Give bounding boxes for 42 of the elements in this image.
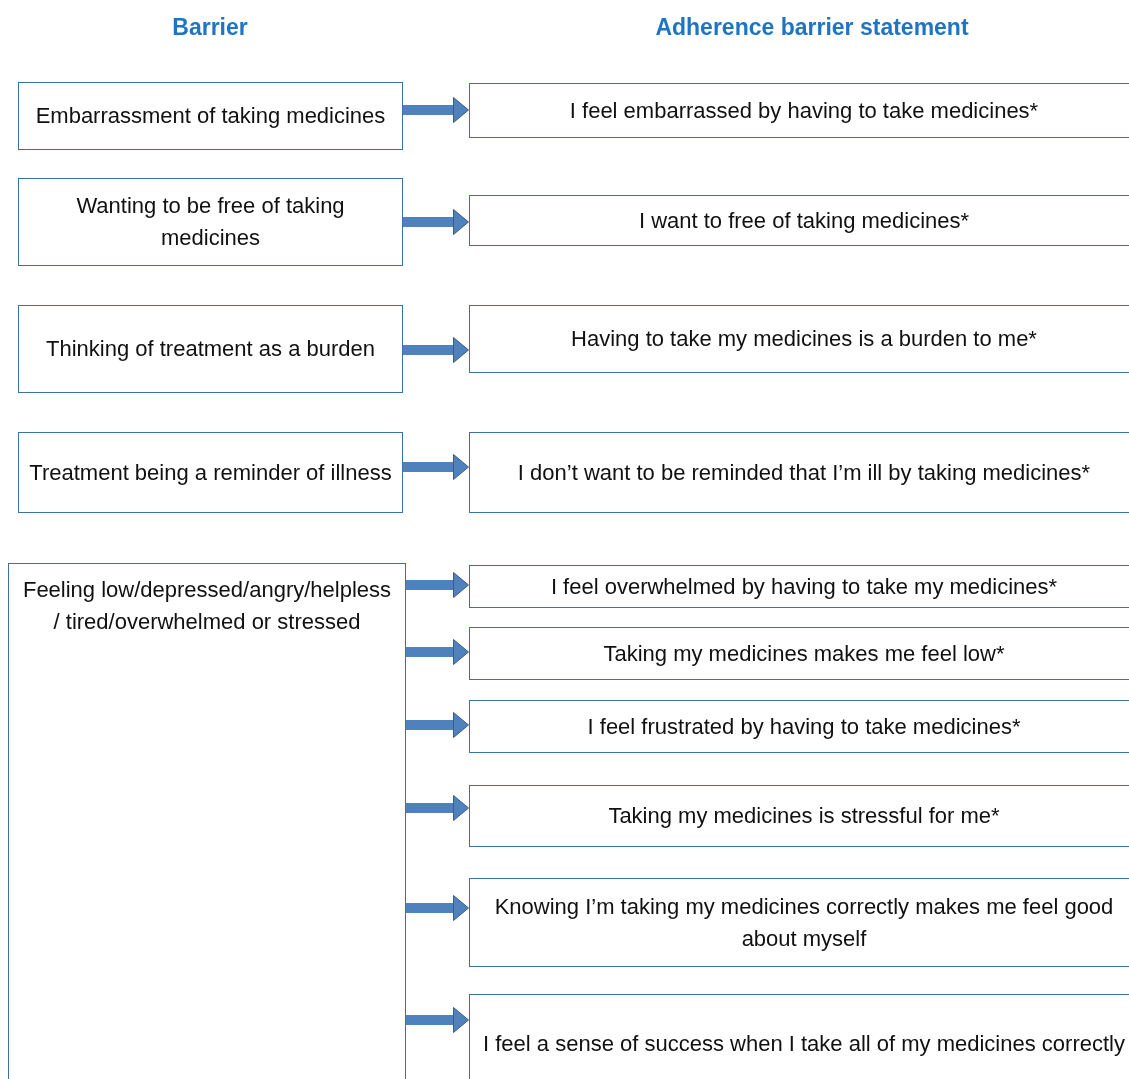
arrow (406, 1007, 469, 1033)
arrow (403, 454, 469, 480)
statement-text: Embarrassment of taking medicines (35, 102, 386, 130)
statement-text: I want to free of taking medicines* (638, 206, 970, 235)
text-box (469, 627, 1129, 680)
statement-text: I feel frustrated by having to take medicines* (587, 712, 1021, 741)
statement-text: Taking my medicines makes me feel low* (603, 639, 1005, 668)
text-box (469, 432, 1129, 513)
statement-text: Treatment being a reminder of illness (29, 458, 392, 487)
statement-text: I don’t want to be reminded that I’m ill by taking medicines* (517, 458, 1091, 487)
statement-text: Thinking of treatment as a burden (46, 335, 375, 363)
text-box (469, 305, 1129, 373)
text-box (469, 785, 1129, 847)
text-box (469, 878, 1129, 967)
statement-text: I feel embarrassed by having to take medicines* (569, 96, 1039, 125)
arrow (406, 572, 469, 598)
column-heading: Adherence barrier statement (655, 13, 969, 41)
column-heading: Barrier (172, 13, 248, 41)
text-box (18, 82, 403, 150)
text-box (469, 83, 1129, 138)
text-box (469, 565, 1129, 608)
text-box (8, 563, 406, 1079)
statement-text: Knowing I’m taking my medicines correctly makes me feel good about myself (493, 892, 1115, 953)
statement-text: Feeling low/depressed/angry/helpless / tired/overwhelmed or stressed (21, 576, 393, 636)
arrow (403, 337, 469, 363)
arrow (403, 209, 469, 235)
text-box (469, 700, 1129, 753)
text-box (18, 432, 403, 513)
text-box (469, 195, 1129, 246)
arrow (406, 712, 469, 738)
statement-text: I feel a sense of success when I take all of my medicines correctly (483, 1030, 1125, 1058)
text-box (18, 178, 403, 266)
arrow (406, 639, 469, 665)
text-box (469, 994, 1129, 1079)
arrow (406, 795, 469, 821)
arrow (403, 97, 469, 123)
statement-text: Taking my medicines is stressful for me* (608, 802, 1000, 830)
text-box (18, 305, 403, 393)
statement-text: I feel overwhelmed by having to take my medicines* (550, 572, 1058, 601)
arrow (406, 895, 469, 921)
statement-text: Having to take my medicines is a burden to me* (571, 325, 1037, 353)
statement-text: Wanting to be free of taking medicines (75, 192, 346, 252)
